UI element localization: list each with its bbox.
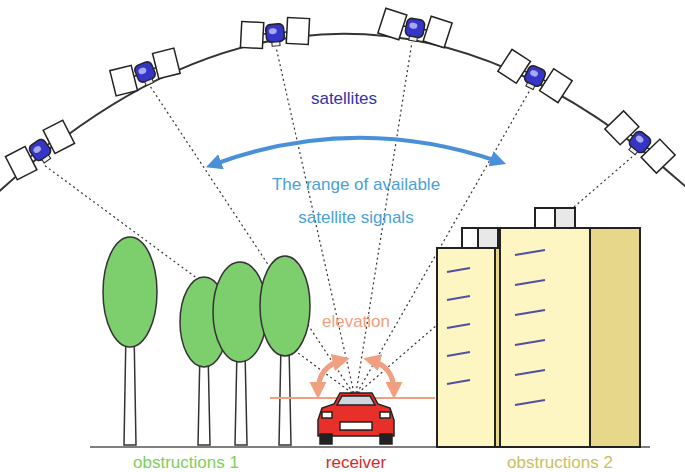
- car-receiver: [340, 422, 372, 430]
- satellites: [603, 109, 677, 176]
- signal-lines: [44, 165, 352, 393]
- car-receiver: [318, 393, 394, 436]
- satellites: [238, 16, 312, 51]
- buildings: [447, 380, 470, 384]
- buildings: [590, 228, 640, 447]
- car-receiver: [380, 434, 392, 444]
- satellites: [2, 8, 677, 183]
- elevation-arrows: [318, 360, 343, 392]
- buildings: [555, 208, 575, 230]
- trees: [260, 256, 310, 356]
- satellites: [377, 8, 452, 49]
- range-label: The range of available satellite signals: [251, 168, 461, 234]
- buildings: [447, 296, 470, 300]
- elevation-label: elevation: [301, 311, 411, 333]
- satellites: [497, 48, 574, 104]
- car-receiver: [320, 434, 332, 444]
- buildings: [462, 228, 498, 250]
- buildings: [500, 228, 590, 447]
- buildings: [515, 310, 545, 315]
- satellites: [107, 45, 184, 98]
- trees: [213, 262, 267, 362]
- buildings: [515, 400, 545, 405]
- trees: [235, 350, 247, 445]
- car-receiver: [318, 393, 394, 444]
- buildings: [515, 280, 545, 285]
- elevation-arrows: [318, 360, 394, 392]
- trees: [103, 237, 157, 347]
- buildings: [447, 250, 545, 405]
- car-receiver: [337, 396, 375, 405]
- buildings: [515, 250, 545, 255]
- obstruction-label: obstructions 1: [101, 452, 271, 472]
- car-receiver: [322, 412, 332, 418]
- buildings: [447, 324, 470, 328]
- buildings: [437, 208, 640, 447]
- buildings: [515, 370, 545, 375]
- signal-lines: [44, 42, 632, 393]
- buildings: [447, 268, 470, 272]
- buildings: [437, 248, 495, 447]
- trees: [279, 345, 291, 445]
- trees: [103, 237, 310, 445]
- car-receiver: [380, 412, 390, 418]
- buildings: [447, 352, 470, 356]
- obstruction-label: obstructions 2: [475, 452, 645, 472]
- buildings: [478, 228, 498, 250]
- elevation-arrows: [370, 360, 394, 392]
- buildings: [535, 208, 575, 230]
- satellites: [2, 118, 77, 183]
- buildings: [515, 340, 545, 345]
- receiver-label: receiver: [301, 452, 411, 472]
- satellites-label: satellites: [284, 88, 404, 110]
- signal-lines: [150, 86, 353, 393]
- range-arrow: [212, 138, 500, 165]
